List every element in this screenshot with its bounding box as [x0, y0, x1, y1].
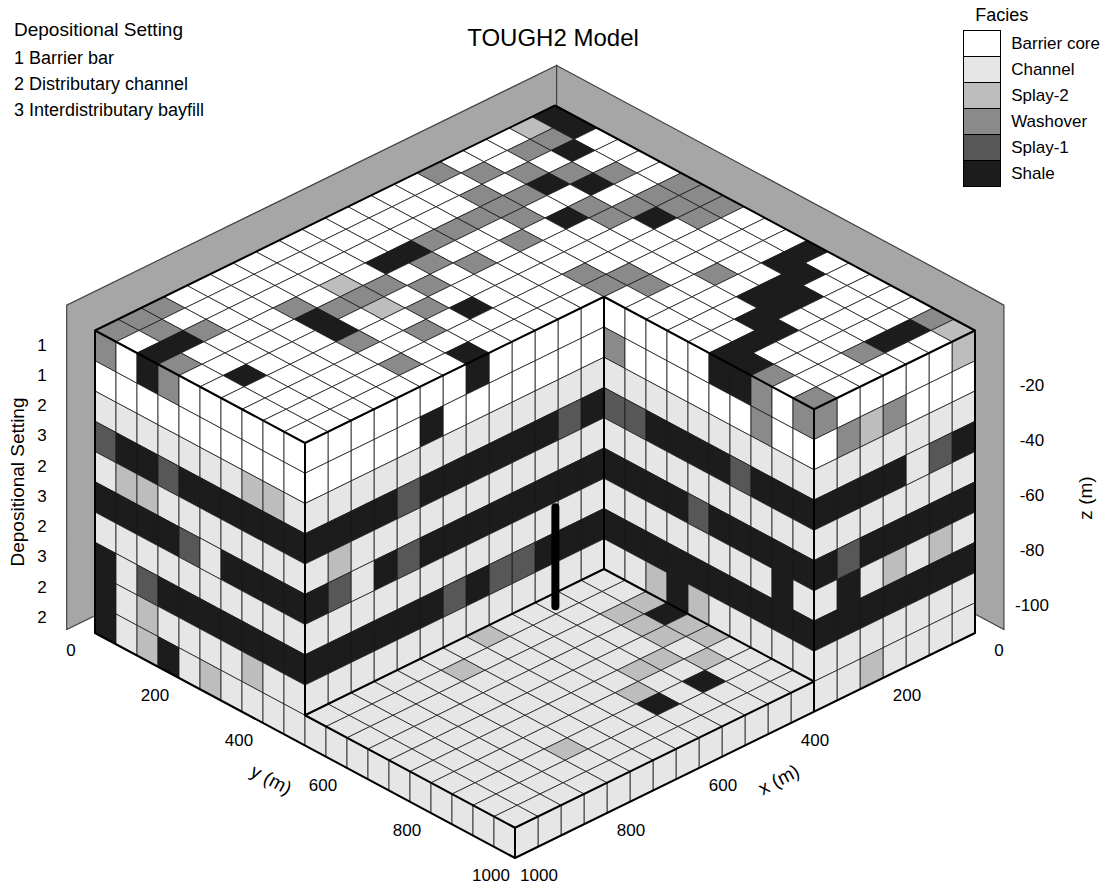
block-outline	[95, 106, 975, 859]
tick-label: 200	[893, 686, 921, 706]
tick-label: 800	[617, 821, 645, 841]
outline-edge	[305, 682, 814, 828]
axis-walls	[67, 66, 1004, 630]
outline-edge	[305, 297, 604, 716]
tick-label: -100	[1015, 596, 1049, 616]
facies-cells	[95, 106, 975, 859]
outline-edge	[813, 682, 815, 712]
legend-swatch	[963, 30, 1001, 57]
tick-label: 3	[37, 427, 46, 447]
tick-label: 1	[37, 336, 46, 356]
axis-wall	[557, 66, 1004, 630]
axis-title: y (m)	[247, 760, 295, 800]
tick-label: 1000	[520, 866, 558, 886]
tick-label: -80	[1020, 541, 1045, 561]
legend-swatch	[963, 160, 1001, 187]
outline-edge	[604, 409, 814, 681]
tick-label: 600	[309, 776, 337, 796]
legend-label: Washover	[1011, 112, 1087, 132]
axis-title: Depositional Setting	[7, 398, 29, 567]
tick-label: 2	[37, 396, 46, 416]
tick-label: 2	[37, 578, 46, 598]
legend-label: Shale	[1011, 164, 1054, 184]
legend-title: Facies	[975, 5, 1028, 26]
tick-label: 1	[37, 366, 46, 386]
legend-swatch	[963, 82, 1001, 109]
tick-label: 400	[225, 731, 253, 751]
axis-title: x (m)	[755, 760, 803, 800]
tick-label: 2	[37, 608, 46, 628]
title: TOUGH2 Model	[467, 24, 639, 52]
outline-edge	[95, 331, 975, 859]
tick-label: 600	[709, 776, 737, 796]
tick-label: 800	[393, 821, 421, 841]
tick-label: -40	[1020, 431, 1045, 451]
axis-wall	[67, 66, 557, 630]
tick-label: 200	[141, 686, 169, 706]
tick-label: 3	[37, 548, 46, 568]
key-entry: 1 Barrier bar	[14, 48, 114, 69]
grid-cell	[494, 805, 538, 828]
tick-label: 3	[37, 487, 46, 507]
legend-label: Splay-1	[1011, 138, 1069, 158]
outline-edge	[95, 106, 975, 444]
legend-swatch	[963, 134, 1001, 161]
legend-label: Barrier core	[1011, 34, 1100, 54]
axis-title: z (m)	[1075, 476, 1097, 519]
tick-label: 0	[66, 641, 75, 661]
tick-label: 0	[994, 641, 1003, 661]
legend-label: Channel	[1011, 60, 1074, 80]
tick-label: -20	[1020, 376, 1045, 396]
legend-label: Splay-2	[1011, 86, 1069, 106]
well-symbol	[551, 507, 559, 606]
key-entry: 3 Interdistributary bayfill	[14, 100, 204, 121]
key-entry: 2 Distributary channel	[14, 74, 188, 95]
tick-label: 2	[37, 517, 46, 537]
legend-swatch	[963, 108, 1001, 135]
tick-label: 400	[801, 731, 829, 751]
key-heading: Depositional Setting	[14, 19, 183, 41]
tick-label: -60	[1020, 486, 1045, 506]
outline-edge	[514, 828, 516, 858]
legend-swatch	[963, 56, 1001, 83]
tick-label: 1000	[472, 866, 510, 886]
tick-label: 2	[37, 457, 46, 477]
